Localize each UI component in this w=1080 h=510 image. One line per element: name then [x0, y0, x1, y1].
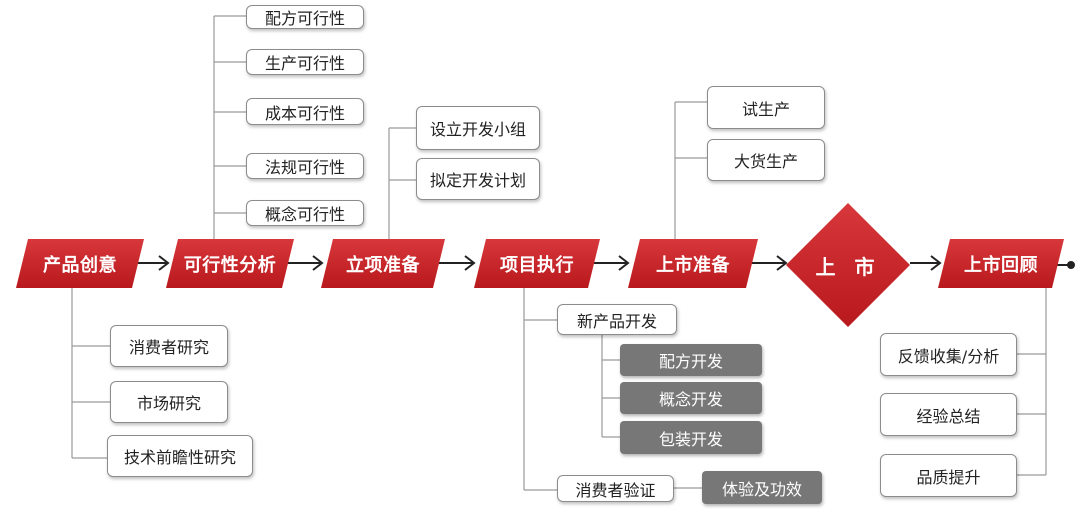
feasibility-item-formula: 配方可行性 [246, 5, 364, 29]
review-experience-summary: 经验总结 [880, 393, 1017, 436]
feasibility-item-cost: 成本可行性 [246, 98, 364, 125]
stage-launch: 上 市 [786, 203, 910, 327]
stage-launch-review: 上市回顾 [938, 239, 1064, 288]
launch-prep-mass-production: 大货生产 [707, 139, 825, 181]
execution-experience-efficacy: 体验及功效 [702, 471, 822, 504]
stage-project-execution: 项目执行 [474, 239, 600, 288]
feasibility-item-concept: 概念可行性 [246, 200, 364, 226]
stage-feasibility-analysis: 可行性分析 [166, 239, 294, 288]
idea-item-market-research: 市场研究 [110, 381, 228, 423]
review-feedback-analysis: 反馈收集/分析 [880, 333, 1017, 376]
review-quality-improvement: 品质提升 [880, 454, 1017, 497]
execution-consumer-validation: 消费者验证 [557, 475, 674, 502]
execution-packaging-dev: 包装开发 [620, 421, 762, 454]
feasibility-item-production: 生产可行性 [246, 49, 364, 75]
launch-label: 上 市 [815, 254, 881, 279]
prep-item-dev-plan: 拟定开发计划 [416, 158, 540, 200]
idea-item-tech-research: 技术前瞻性研究 [107, 435, 253, 477]
execution-new-product: 新产品开发 [557, 304, 677, 335]
stage-project-preparation: 立项准备 [321, 239, 445, 288]
launch-prep-trial-production: 试生产 [707, 86, 825, 129]
execution-formula-dev: 配方开发 [620, 344, 762, 376]
prep-item-dev-team: 设立开发小组 [416, 106, 540, 150]
idea-item-consumer-research: 消费者研究 [110, 325, 228, 367]
execution-concept-dev: 概念开发 [620, 382, 762, 414]
stage-launch-preparation: 上市准备 [628, 239, 758, 288]
feasibility-item-regulation: 法规可行性 [246, 153, 364, 179]
stage-product-idea: 产品创意 [16, 239, 144, 288]
